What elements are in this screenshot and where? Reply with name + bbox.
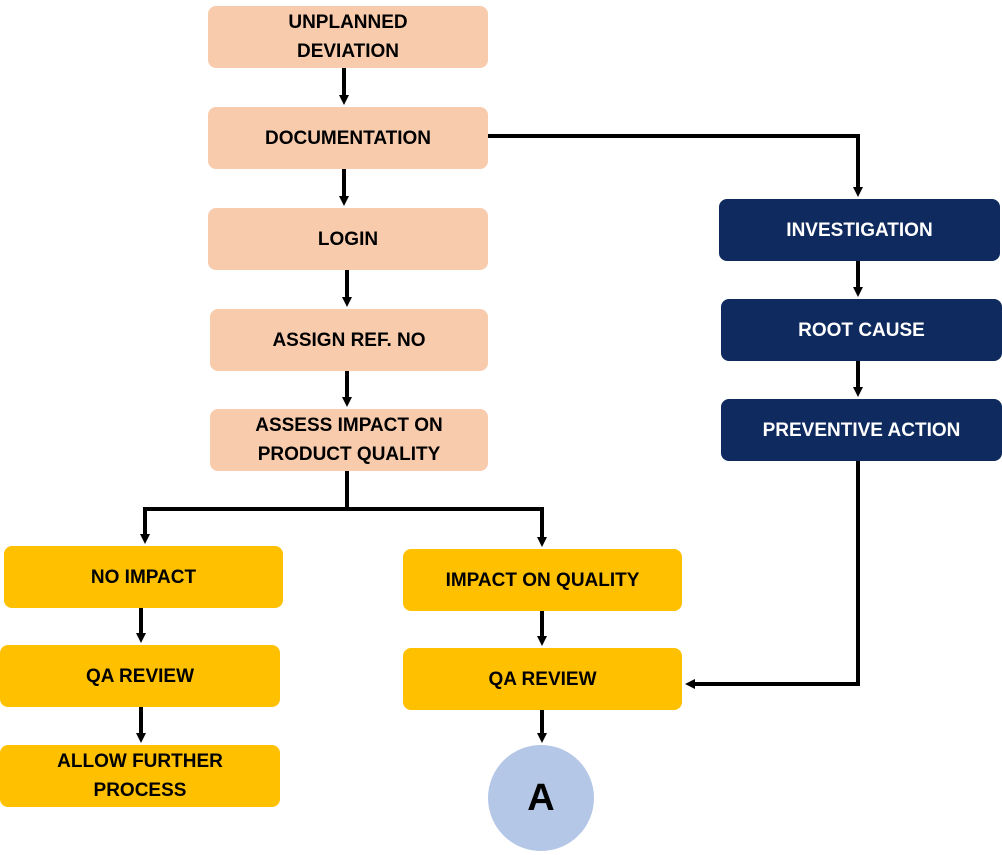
node-preventive-action: PREVENTIVE ACTION [721,399,1002,461]
connector-a-circle: A [488,745,594,851]
node-root-cause: ROOT CAUSE [721,299,1002,361]
node-no-impact: NO IMPACT [4,546,283,608]
node-qa-review-left: QA REVIEW [0,645,280,707]
node-assess-impact: ASSESS IMPACT ON PRODUCT QUALITY [210,409,488,471]
node-unplanned-deviation: UNPLANNED DEVIATION [208,6,488,68]
edge-preventive-to-qa-review [685,461,860,689]
node-documentation: DOCUMENTATION [208,107,488,169]
node-investigation: INVESTIGATION [719,199,1000,261]
node-assign-ref-no: ASSIGN REF. NO [210,309,488,371]
node-impact-on-quality: IMPACT ON QUALITY [403,549,682,611]
edge-documentation-to-investigation [488,134,863,197]
node-allow-further-process: ALLOW FURTHER PROCESS [0,745,280,807]
node-login: LOGIN [208,208,488,270]
node-qa-review-middle: QA REVIEW [403,648,682,710]
